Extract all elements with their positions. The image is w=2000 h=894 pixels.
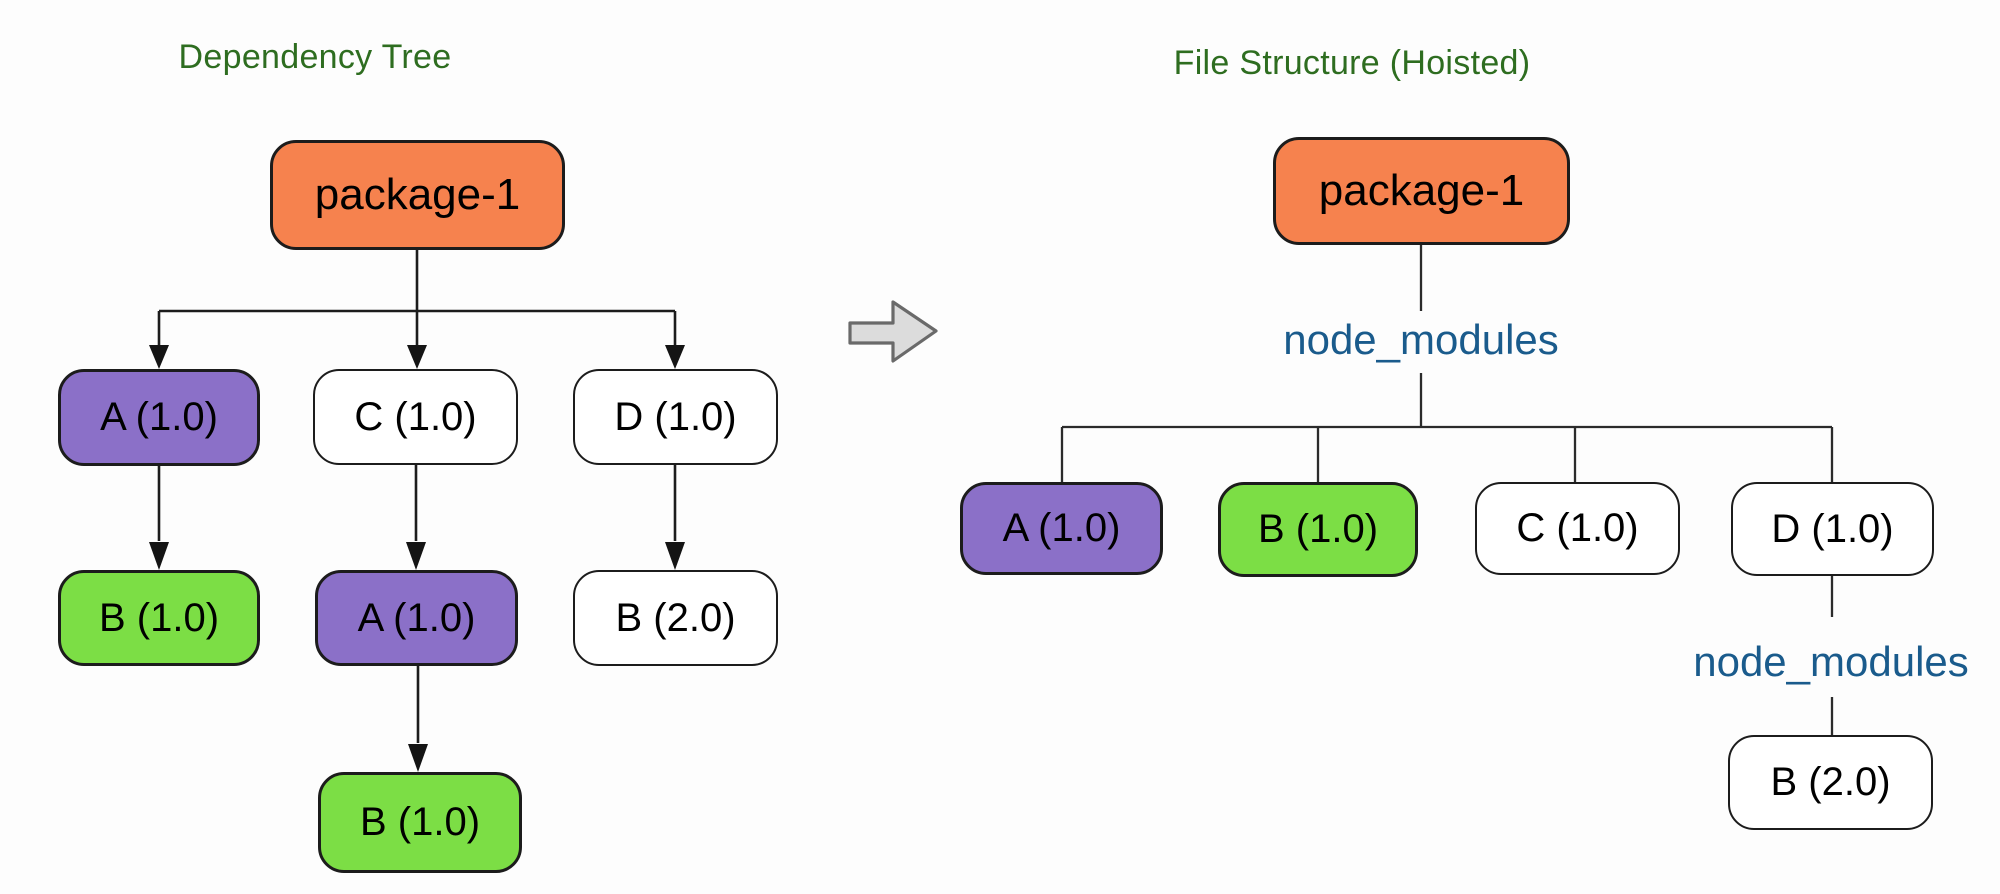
left-tree-edges [157,250,677,743]
node-modules-label: node_modules [1283,316,1559,363]
fs-node-c-1: C (1.0) [1475,482,1680,575]
dep-node-a-1: A (1.0) [58,369,260,466]
left-tree-title: Dependency Tree [178,38,452,76]
fs-node-a-1: A (1.0) [960,482,1163,575]
dep-node-package-1: package-1 [270,140,565,250]
fs-node-package-1: package-1 [1273,137,1570,245]
nested-node-modules-label: node_modules [1693,638,1969,685]
dep-node-b-2: B (2.0) [573,570,778,666]
dep-node-b-1-deep: B (1.0) [318,772,522,873]
fs-node-b-2: B (2.0) [1728,735,1933,830]
right-tree-title: File Structure (Hoisted) [1173,44,1531,82]
dep-node-d-1: D (1.0) [573,369,778,465]
fs-node-d-1: D (1.0) [1731,482,1934,576]
dep-node-c-1: C (1.0) [313,369,518,465]
fs-node-b-1: B (1.0) [1218,482,1418,577]
arrow-right-icon [848,300,938,363]
dep-node-b-1: B (1.0) [58,570,260,666]
dep-node-a-1-nested: A (1.0) [315,570,518,666]
